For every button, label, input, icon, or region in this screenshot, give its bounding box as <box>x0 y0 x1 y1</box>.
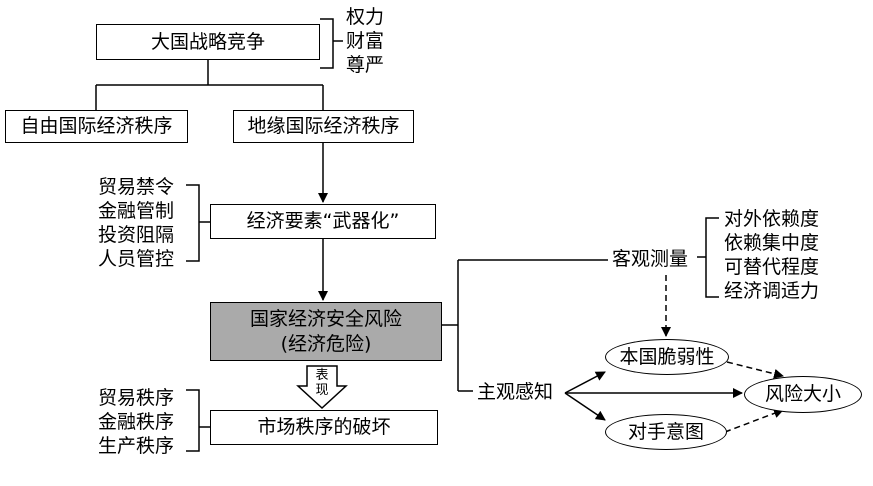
node-great-power-label: 大国战略竞争 <box>150 30 265 53</box>
oval-risk-size: 风险大小 <box>744 376 862 413</box>
brace-tools <box>186 184 210 262</box>
list-goals: 权力 财富 尊严 <box>346 5 384 77</box>
oval-intention-label: 对手意图 <box>627 420 704 443</box>
node-great-power: 大国战略竞争 <box>96 24 320 60</box>
list-item: 贸易秩序 <box>98 387 175 409</box>
list-item: 金融秩序 <box>98 411 175 433</box>
arrow-subj-to-intent <box>564 392 606 421</box>
oval-vulnerability-label: 本国脆弱性 <box>619 345 715 368</box>
label-subjective: 主观感知 <box>477 381 554 403</box>
node-geo-order: 地缘国际经济秩序 <box>233 110 414 143</box>
node-market-damage-label: 市场秩序的破坏 <box>257 416 391 438</box>
big-arrow-label: 表 现 <box>313 368 331 398</box>
list-item: 生产秩序 <box>98 435 175 457</box>
list-item: 投资阻隔 <box>98 224 175 246</box>
brace-goals <box>320 18 343 69</box>
list-item: 可替代程度 <box>724 256 820 278</box>
big-arrow-char: 表 <box>315 368 329 383</box>
arrow-subj-to-vuln <box>564 371 606 394</box>
big-hollow-arrow <box>296 365 348 410</box>
node-liberal-order: 自由国际经济秩序 <box>5 110 188 143</box>
list-item: 金融管制 <box>98 200 175 222</box>
arrow-intent-to-risksize <box>724 408 784 433</box>
arrow-vuln-to-risksize <box>726 361 784 379</box>
node-market-damage: 市场秩序的破坏 <box>210 410 438 445</box>
list-orders: 贸易秩序 金融秩序 生产秩序 <box>98 386 174 458</box>
node-security-risk: 国家经济安全风险 (经济危险) <box>210 302 442 361</box>
brace-measures <box>697 217 719 298</box>
node-security-risk-line2: (经济危险) <box>280 332 372 355</box>
list-measures: 对外依赖度 依赖集中度 可替代程度 经济调适力 <box>724 207 819 303</box>
oval-vulnerability: 本国脆弱性 <box>605 339 729 375</box>
label-objective: 客观测量 <box>612 248 689 270</box>
list-item: 贸易禁令 <box>98 176 175 198</box>
big-arrow-char: 现 <box>315 383 329 398</box>
list-item: 经济调适力 <box>724 280 820 302</box>
oval-risk-size-label: 风险大小 <box>764 383 841 405</box>
node-liberal-order-label: 自由国际经济秩序 <box>20 115 173 137</box>
list-item: 财富 <box>346 30 385 52</box>
list-item: 人员管控 <box>98 248 175 270</box>
list-tools: 贸易禁令 金融管制 投资阻隔 人员管控 <box>98 175 174 271</box>
list-item: 尊严 <box>346 54 385 76</box>
node-weaponization: 经济要素“武器化” <box>210 204 436 239</box>
node-geo-order-label: 地缘国际经济秩序 <box>247 115 400 137</box>
node-security-risk-line1: 国家经济安全风险 <box>249 307 402 330</box>
brace-orders <box>186 389 210 452</box>
oval-intention: 对手意图 <box>605 414 727 450</box>
list-item: 权力 <box>346 6 385 28</box>
list-item: 对外依赖度 <box>724 208 820 230</box>
node-weaponization-label: 经济要素“武器化” <box>246 210 400 232</box>
list-item: 依赖集中度 <box>724 232 820 254</box>
